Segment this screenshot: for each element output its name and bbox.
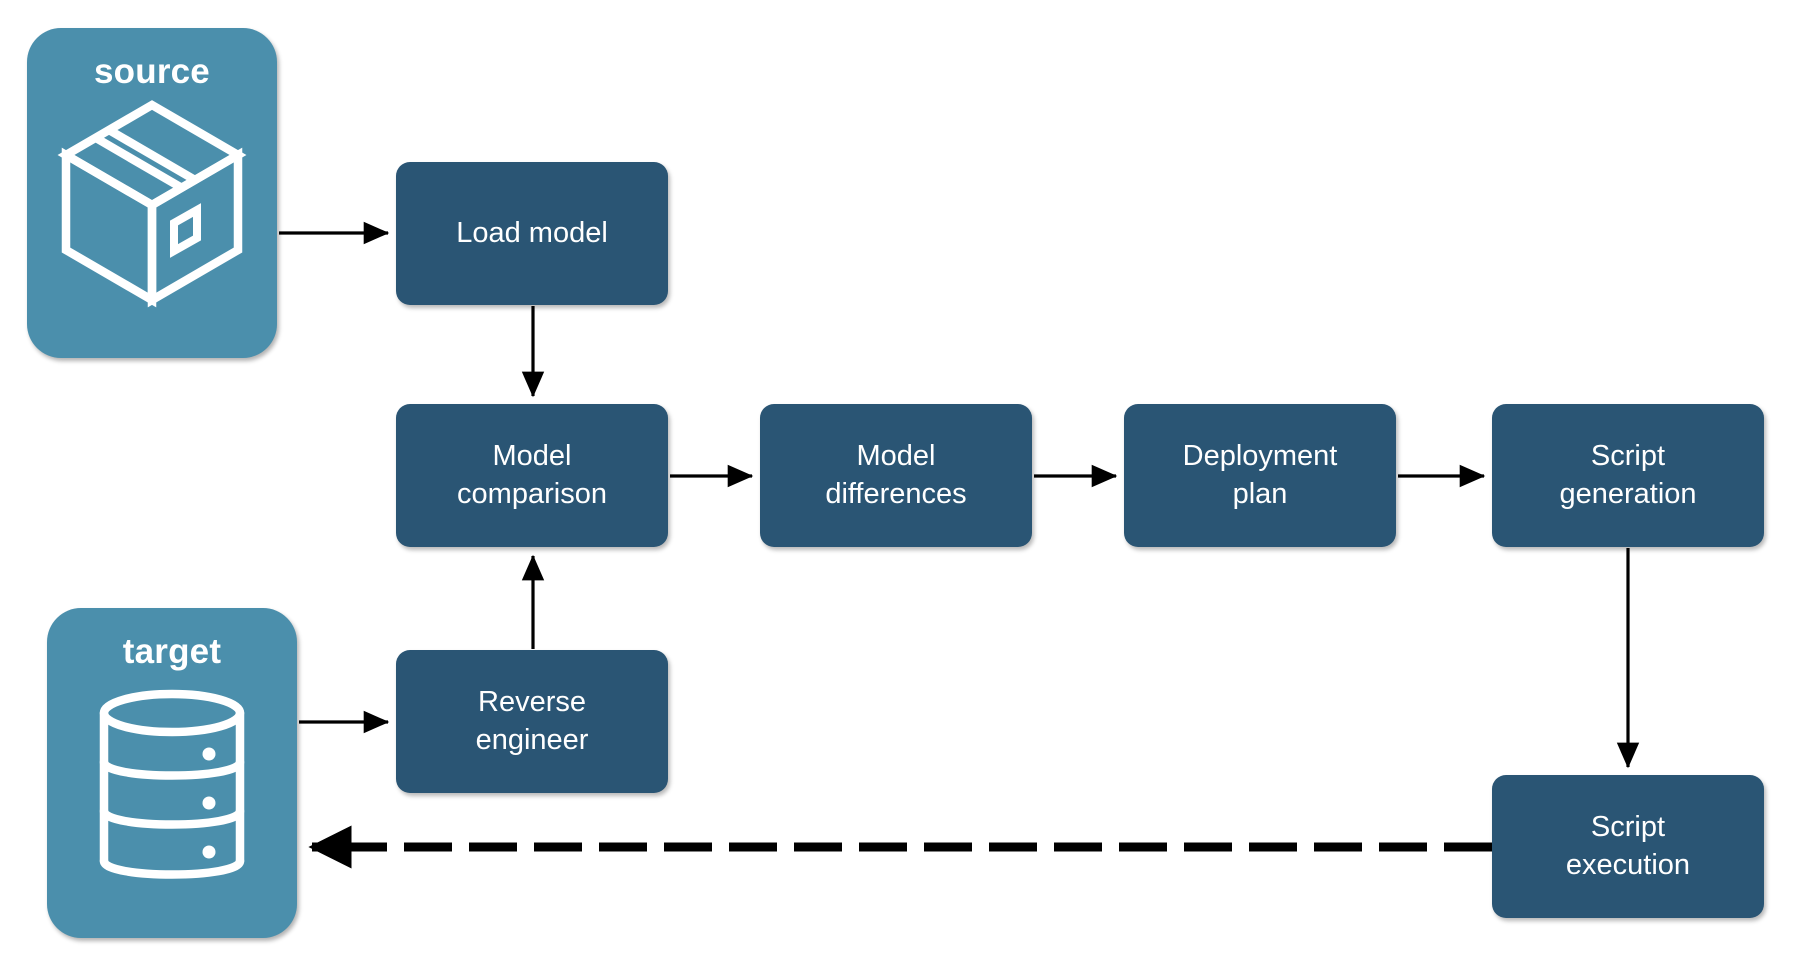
node-script-generation-label: Script generation [1559,440,1697,510]
node-model-comparison[interactable]: Model comparison [396,404,668,547]
node-reverse-engineer-label: Reverse engineer [475,686,589,756]
endpoint-source-label: source [94,52,210,91]
endpoint-target-label: target [122,632,222,671]
node-reverse-engineer[interactable]: Reverse engineer [396,650,668,793]
node-load-model[interactable]: Load model [396,162,668,305]
node-deployment-plan-label: Deployment plan [1182,440,1338,510]
node-model-differences-label: Model differences [825,440,967,510]
node-model-differences[interactable]: Model differences [760,404,1032,547]
node-load-model-label: Load model [456,216,608,249]
endpoint-target[interactable]: target [47,608,297,938]
node-script-execution[interactable]: Script execution [1492,775,1764,918]
endpoint-source[interactable]: source [27,28,277,358]
database-cylinder-icon [99,689,245,879]
node-script-execution-label: Script execution [1565,811,1691,881]
node-script-generation[interactable]: Script generation [1492,404,1764,547]
node-deployment-plan[interactable]: Deployment plan [1124,404,1396,547]
node-model-comparison-label: Model comparison [457,440,607,510]
package-box-icon [57,100,247,308]
